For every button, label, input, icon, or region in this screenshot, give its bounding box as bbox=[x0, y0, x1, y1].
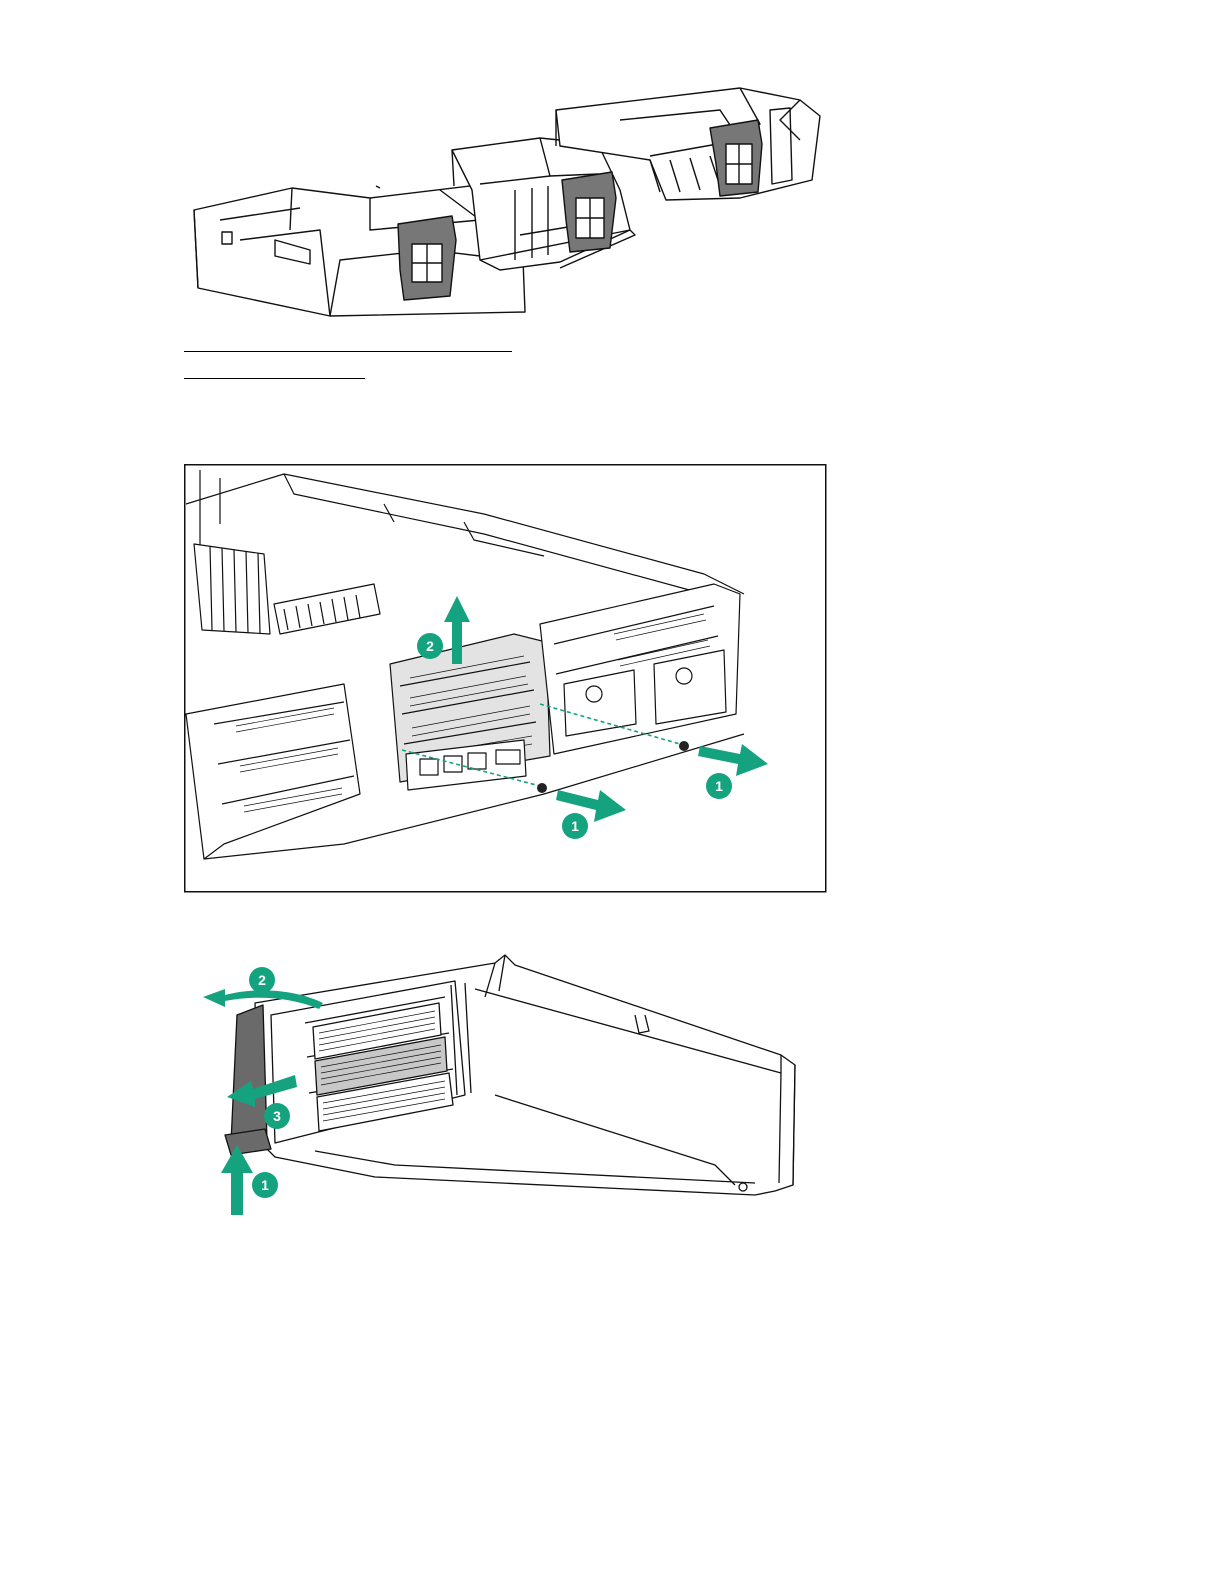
figure-card-removal: 1 2 3 bbox=[195, 945, 825, 1225]
svg-text:2: 2 bbox=[258, 972, 266, 988]
separator-rule bbox=[184, 351, 512, 352]
svg-text:1: 1 bbox=[261, 1177, 269, 1193]
figure-riser-removal: 2 1 1 bbox=[184, 464, 827, 893]
svg-text:2: 2 bbox=[426, 638, 434, 654]
svg-text:1: 1 bbox=[571, 818, 579, 834]
svg-text:3: 3 bbox=[273, 1108, 281, 1124]
svg-text:1: 1 bbox=[715, 778, 723, 794]
callout-2-lift: 2 bbox=[417, 633, 443, 659]
callout-1-screw-right: 1 bbox=[706, 773, 732, 799]
callout-2-rotate-latch: 2 bbox=[249, 967, 275, 993]
separator-rule bbox=[184, 378, 365, 379]
callout-1-screw-lower: 1 bbox=[562, 813, 588, 839]
figure-air-baffle bbox=[180, 80, 830, 325]
callout-1-release-latch: 1 bbox=[252, 1172, 278, 1198]
callout-3-remove-card: 3 bbox=[264, 1103, 290, 1129]
